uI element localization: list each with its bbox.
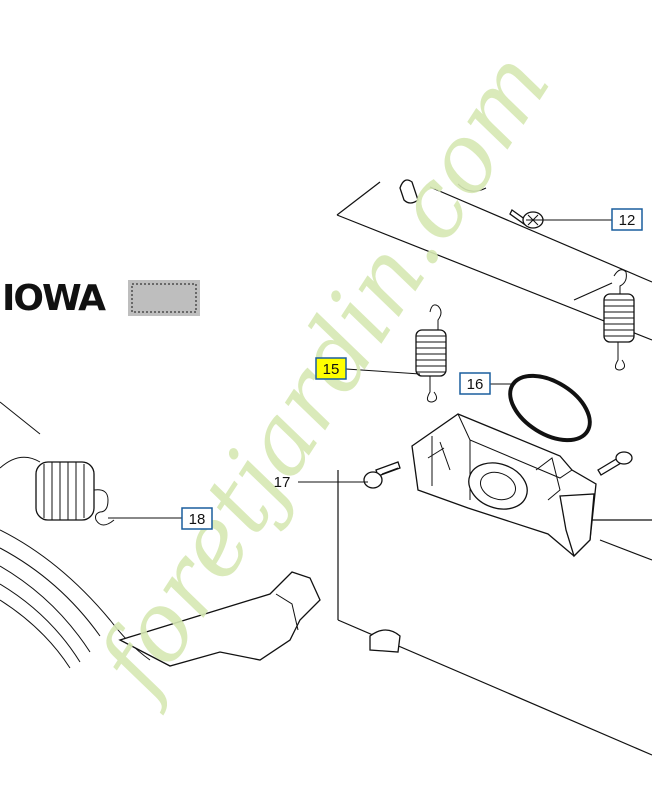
callout-label-16: 16 bbox=[467, 376, 484, 393]
handle-frame bbox=[0, 401, 401, 669]
spring-15 bbox=[415, 304, 447, 403]
callout-label-17: 17 bbox=[274, 474, 291, 491]
callout-17: 17 bbox=[274, 474, 291, 491]
brand-logo-fragment: IOWA bbox=[2, 278, 200, 319]
spring-18 bbox=[35, 461, 115, 526]
callout-label-15: 15 bbox=[323, 361, 340, 378]
callout-18: 18 bbox=[181, 507, 213, 530]
callout-box-18 bbox=[181, 507, 213, 530]
callout-12: 12 bbox=[611, 208, 643, 231]
screw-right bbox=[597, 451, 633, 476]
callout-box-12 bbox=[611, 208, 643, 231]
bolt-17 bbox=[363, 461, 401, 489]
spring-right bbox=[603, 269, 635, 371]
brand-fragment-text: IOWA bbox=[2, 278, 106, 319]
callout-15: 15 bbox=[315, 357, 347, 380]
callout-box-15 bbox=[315, 357, 347, 380]
screw-12 bbox=[509, 209, 544, 229]
callout-16: 16 bbox=[459, 372, 491, 395]
leader-lines bbox=[108, 219, 612, 519]
callout-label-18: 18 bbox=[189, 511, 206, 528]
clip-part bbox=[399, 179, 487, 204]
bracket-housing bbox=[411, 413, 597, 558]
o-ring-16 bbox=[508, 373, 592, 443]
callout-box-16 bbox=[459, 372, 491, 395]
callout-label-12: 12 bbox=[619, 212, 636, 229]
